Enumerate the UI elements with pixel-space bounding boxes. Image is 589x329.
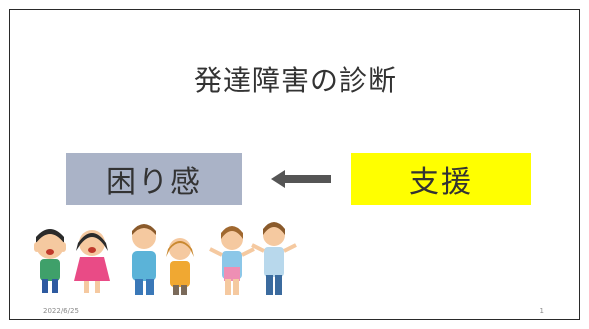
- father-shrugging-icon: [251, 222, 297, 295]
- slide-page-number: 1: [539, 307, 544, 315]
- difficulty-box: 困り感: [66, 153, 242, 205]
- support-box: 支援: [351, 153, 531, 205]
- difficulty-label: 困り感: [106, 165, 202, 200]
- left-arrow-icon: [271, 170, 331, 188]
- worried-father-icon: [132, 224, 156, 295]
- crying-girl-icon: [74, 230, 110, 293]
- worried-mother-icon: [166, 238, 194, 295]
- children-parents-illustration: [34, 222, 297, 295]
- slide-date: 2022/6/25: [43, 307, 79, 315]
- support-label: 支援: [409, 165, 473, 200]
- mother-shrugging-icon: [209, 226, 255, 295]
- crying-child-icon: [34, 229, 66, 293]
- slide: 発達障害の診断 困り感 支援: [9, 9, 580, 320]
- slide-title: 発達障害の診断: [193, 64, 397, 97]
